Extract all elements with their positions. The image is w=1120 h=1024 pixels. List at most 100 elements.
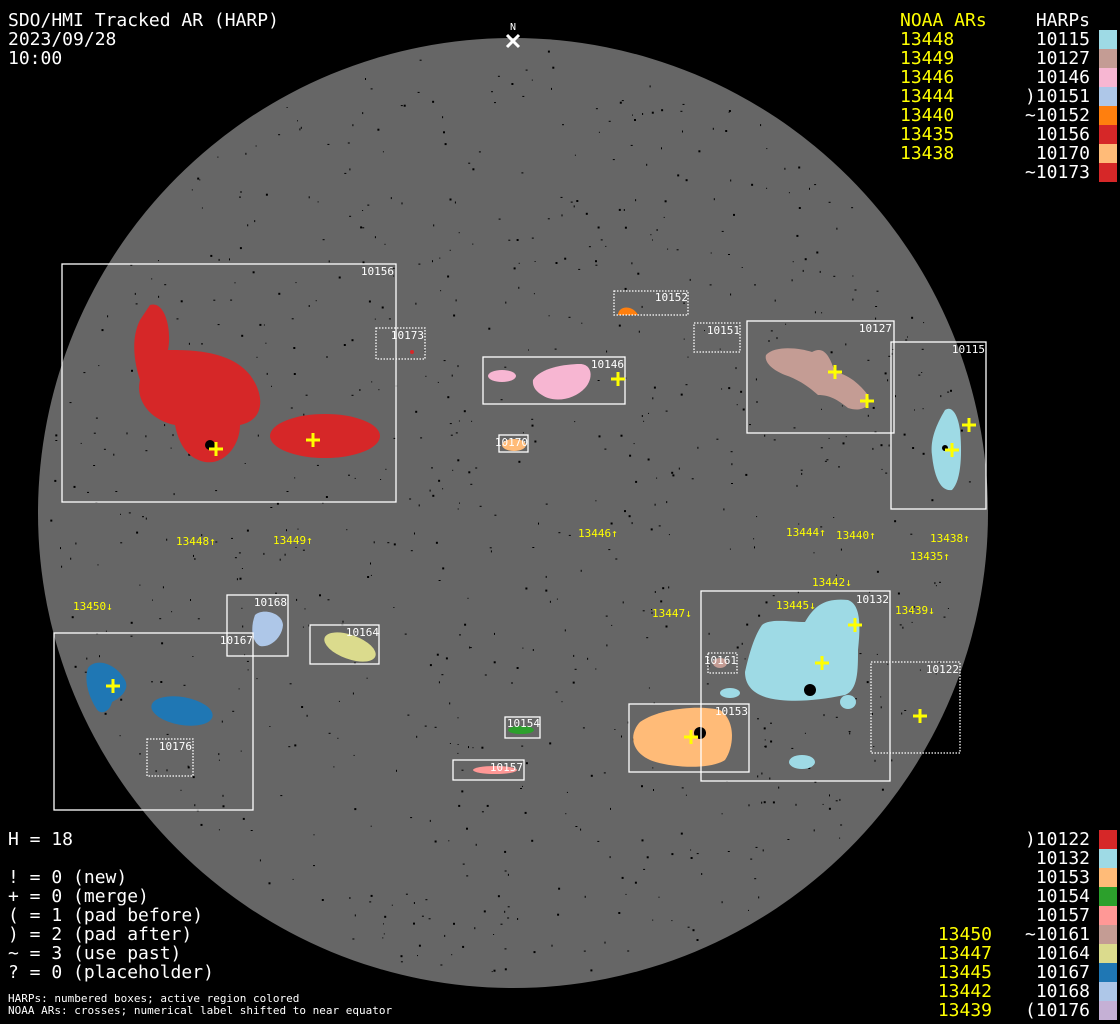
harp-box-10161[interactable]: [707, 652, 738, 674]
legend-noaa-header: NOAA ARs: [900, 10, 987, 31]
region-10146-b: [532, 364, 591, 400]
harp-box-10164[interactable]: [309, 624, 380, 665]
region-10173: [410, 350, 414, 354]
harp-box-10115[interactable]: [890, 341, 987, 510]
harp-label: 10161: [704, 654, 737, 667]
legend-harp-number: )10151: [1025, 86, 1090, 107]
status-line: ~ = 3 (use past): [8, 943, 181, 964]
region-10152: [618, 307, 638, 315]
legend-noaa-number: 13439: [938, 1000, 992, 1021]
legend-harp-number: 10132: [1036, 848, 1090, 869]
legend-color-swatch: [1099, 982, 1117, 1001]
legend-bottom: )101221013210153101541015713450~10161134…: [938, 829, 1117, 1021]
harp-label: 10151: [707, 324, 740, 337]
north-marker: N: [505, 22, 521, 49]
region-10168: [252, 611, 283, 647]
region-10156-b: [270, 414, 380, 458]
noaa-label: 13448↑: [176, 535, 216, 548]
legend-color-swatch: [1099, 830, 1117, 849]
noaa-labels: 13448↑ 13449↑ 13446↑ 13435↑ 13444↑ 13440…: [73, 526, 970, 620]
legend-color-swatch: [1099, 163, 1117, 182]
legend-color-swatch: [1099, 868, 1117, 887]
region-10132: [745, 599, 860, 701]
noaa-label: 13435↑: [910, 550, 950, 563]
harp-label: 10132: [856, 593, 889, 606]
time: 10:00: [8, 48, 62, 69]
status-legend: ! = 0 (new)+ = 0 (merge)( = 1 (pad befor…: [8, 867, 214, 983]
harp-label: 10170: [495, 436, 528, 449]
harp-box-10154[interactable]: [504, 716, 541, 739]
status-line: ? = 0 (placeholder): [8, 962, 214, 983]
legend-harp-number: 10157: [1036, 905, 1090, 926]
legend-noaa-number: 13446: [900, 67, 954, 88]
legend-color-swatch: [1099, 49, 1117, 68]
harp-label: 10153: [715, 705, 748, 718]
region-10170: [502, 439, 526, 451]
legend-color-swatch: [1099, 849, 1117, 868]
legend-harp-number: ~10152: [1025, 105, 1090, 126]
harp-label: 10152: [655, 291, 688, 304]
harp-label: 10168: [254, 596, 287, 609]
region-10132-d: [789, 755, 815, 769]
harp-box-10168[interactable]: [226, 594, 289, 657]
harp-label: 10154: [507, 717, 540, 730]
region-10153: [633, 707, 732, 767]
noaa-label: 13449↑: [273, 534, 313, 547]
harp-box-10152[interactable]: [613, 290, 689, 316]
legend-color-swatch: [1099, 1001, 1117, 1020]
status-line: ) = 2 (pad after): [8, 924, 192, 945]
legend-harp-number: 10127: [1036, 48, 1090, 69]
harp-box-10157[interactable]: [452, 759, 525, 781]
noaa-label: 13438↑: [930, 532, 970, 545]
legend-noaa-number: 13450: [938, 924, 992, 945]
legend-harp-number: 10167: [1036, 962, 1090, 983]
legend-harp-number: ~10173: [1025, 162, 1090, 183]
legend-color-swatch: [1099, 87, 1117, 106]
legend-color-swatch: [1099, 887, 1117, 906]
status-line: ( = 1 (pad before): [8, 905, 203, 926]
note-noaa: NOAA ARs: crosses; numerical label shift…: [8, 1004, 392, 1017]
legend-noaa-number: 13442: [938, 981, 992, 1002]
noaa-label: 13447↓: [652, 607, 692, 620]
harp-box-10127[interactable]: [746, 320, 895, 434]
harp-label: 10157: [490, 761, 523, 774]
legend-noaa-number: 13440: [900, 105, 954, 126]
legend-harp-number: 10164: [1036, 943, 1090, 964]
region-10132-c: [840, 695, 856, 709]
noaa-label: 13440↑: [836, 529, 876, 542]
legend-harp-number: 10153: [1036, 867, 1090, 888]
legend-noaa-number: 13448: [900, 29, 954, 50]
legend-color-swatch: [1099, 944, 1117, 963]
harp-label: 10122: [926, 663, 959, 676]
harp-box-10151[interactable]: [693, 322, 741, 353]
active-regions: [86, 304, 962, 774]
harp-label: 10146: [591, 358, 624, 371]
harp-box-10156[interactable]: [61, 263, 397, 503]
harp-box-10173[interactable]: [375, 327, 426, 360]
harp-box-10170[interactable]: [498, 434, 529, 453]
date: 2023/09/28: [8, 29, 116, 50]
legend-harp-number: 10115: [1036, 29, 1090, 50]
harp-box-10132[interactable]: [700, 590, 891, 782]
legend-harp-number: 10154: [1036, 886, 1090, 907]
harp-box-10153[interactable]: [628, 703, 750, 773]
legend-color-swatch: [1099, 144, 1117, 163]
status-line: + = 0 (merge): [8, 886, 149, 907]
harp-label: 10115: [952, 343, 985, 356]
status-line: ! = 0 (new): [8, 867, 127, 888]
legend-color-swatch: [1099, 125, 1117, 144]
legend-color-swatch: [1099, 906, 1117, 925]
legend-harp-number: 10170: [1036, 143, 1090, 164]
harp-box-10176[interactable]: [146, 738, 194, 777]
legend-color-swatch: [1099, 68, 1117, 87]
noaa-label: 13444↑: [786, 526, 826, 539]
legend-noaa-number: 13445: [938, 962, 992, 983]
north-label: N: [510, 22, 516, 33]
region-10132-b: [720, 688, 740, 698]
legend-harp-number: 10156: [1036, 124, 1090, 145]
region-10157: [473, 766, 517, 774]
harp-label: 10173: [391, 329, 424, 342]
harp-box-10167[interactable]: [53, 632, 254, 811]
